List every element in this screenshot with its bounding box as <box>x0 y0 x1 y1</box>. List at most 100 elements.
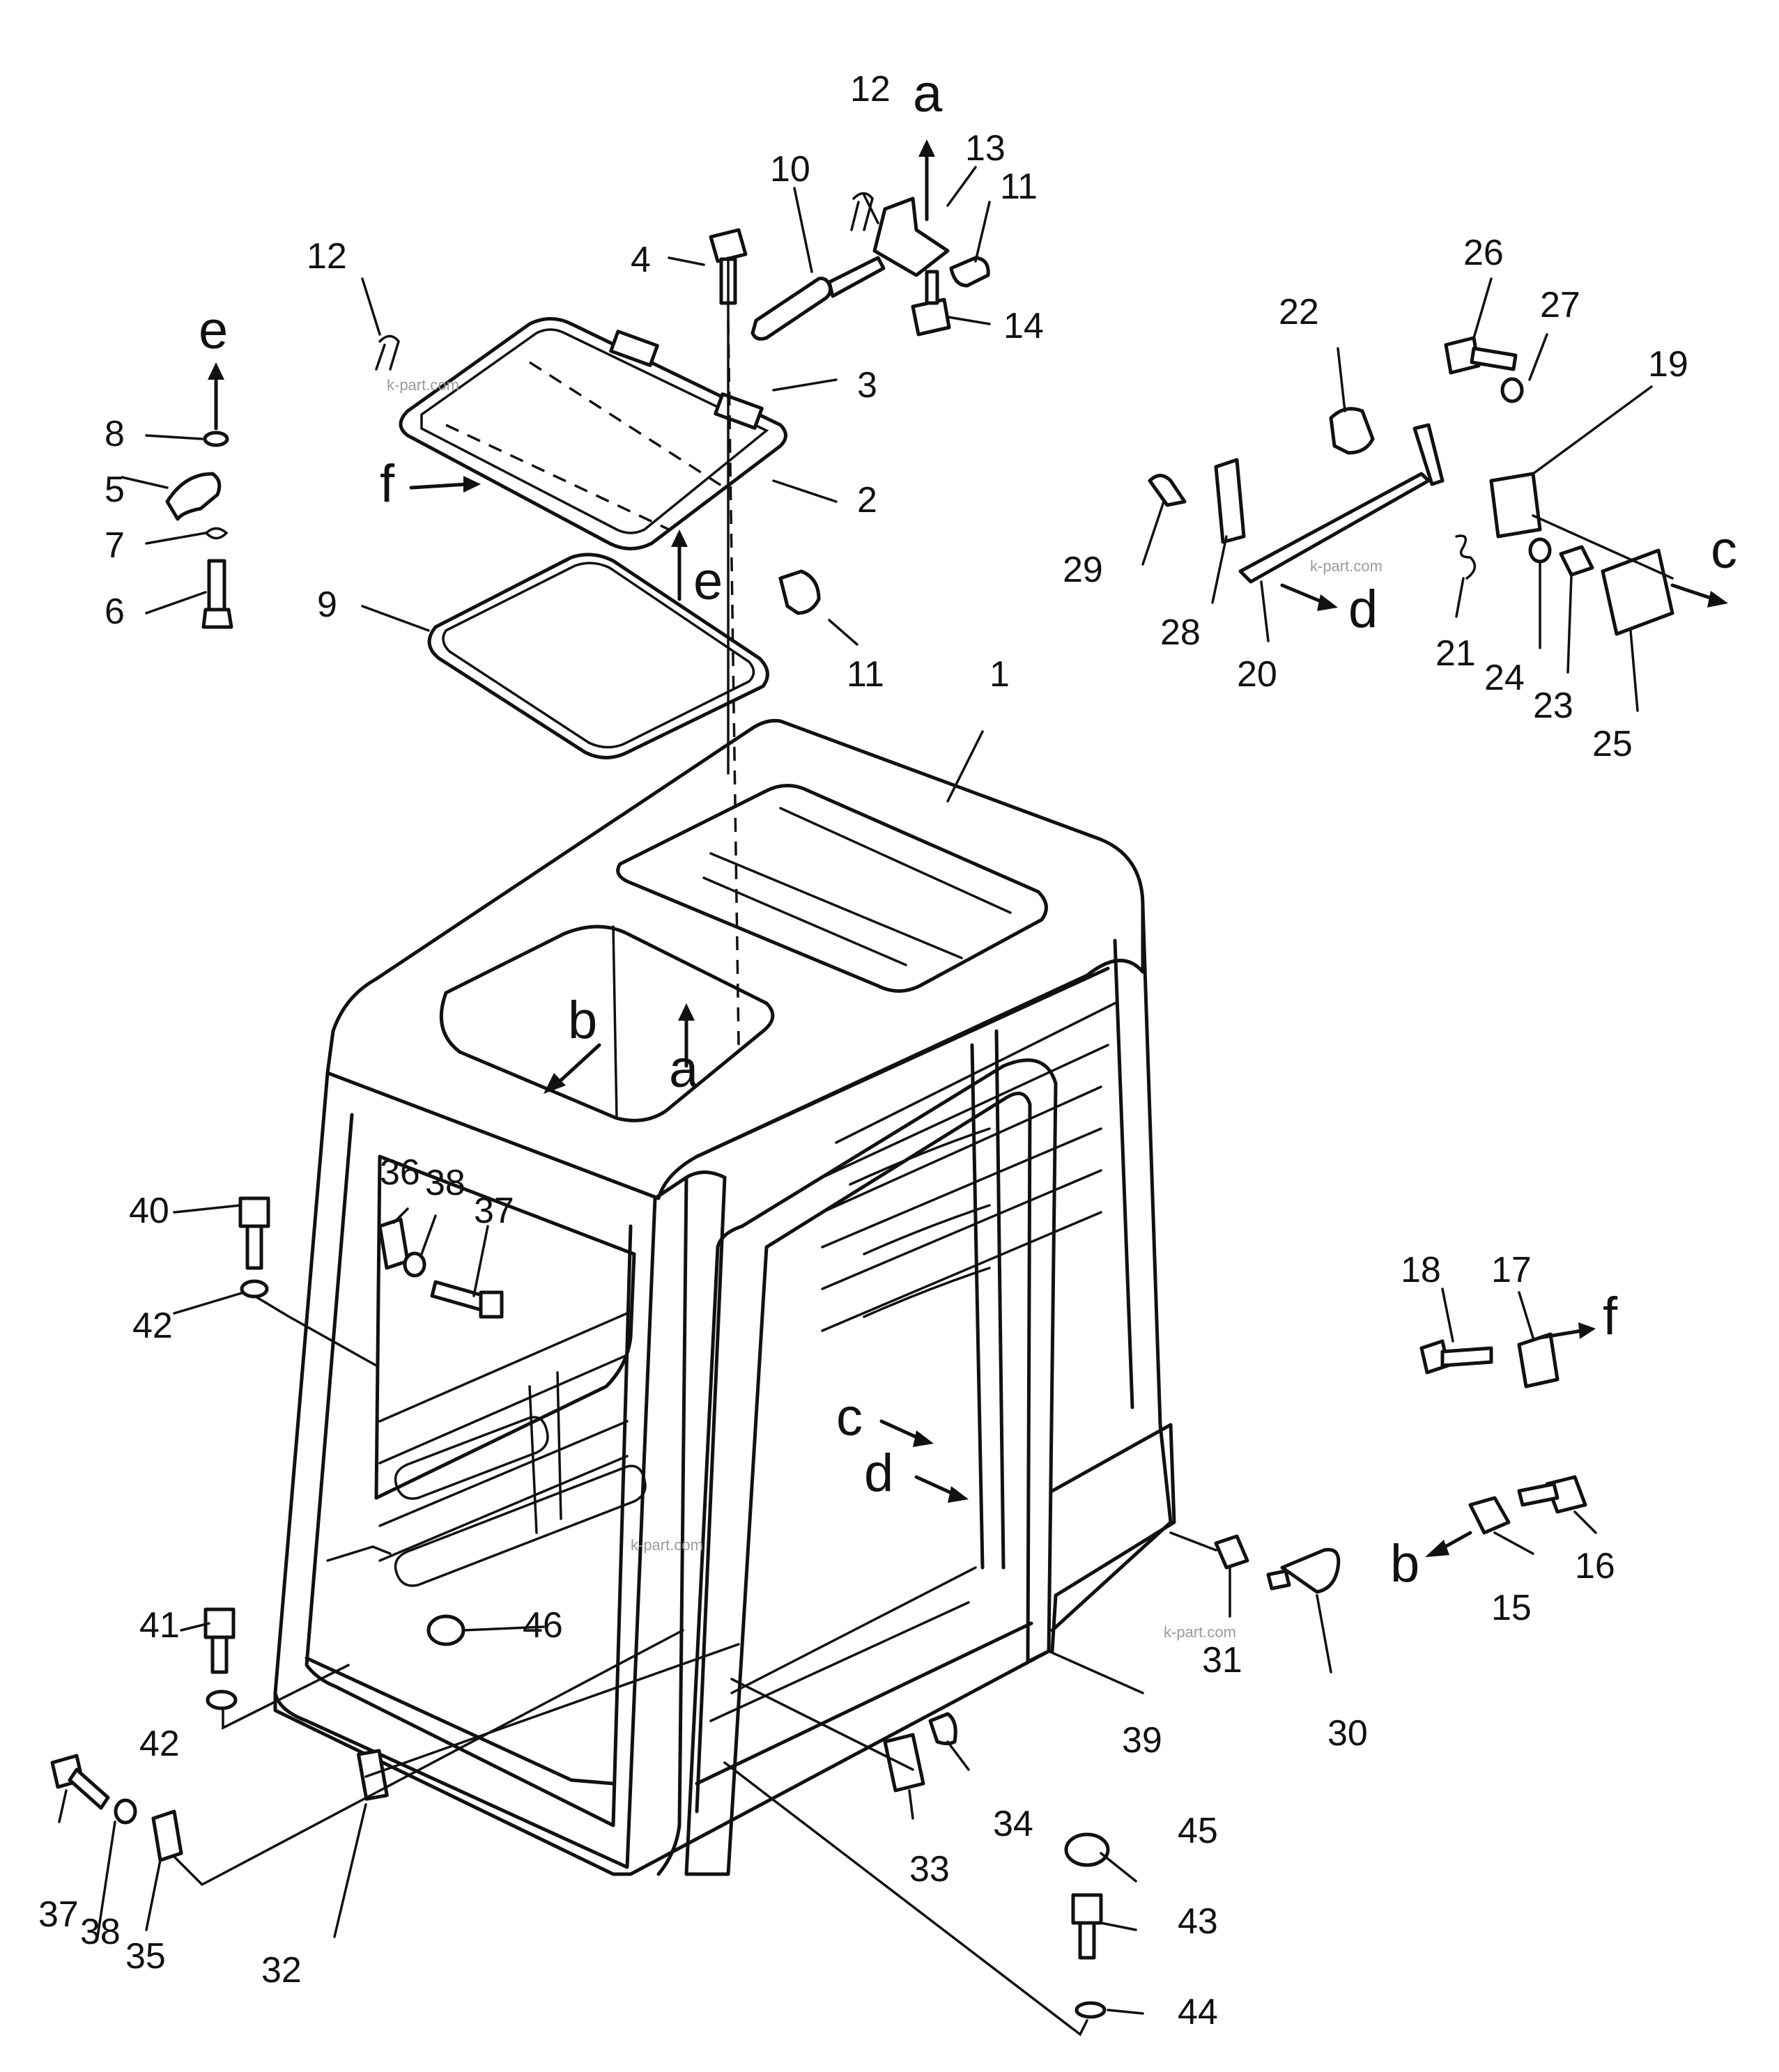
pin-11-top <box>949 256 990 288</box>
pin-11-mid <box>778 569 821 615</box>
watermark: k-part.com <box>1310 557 1383 575</box>
bolt-26 <box>1444 336 1518 375</box>
part-label: 14 <box>1003 306 1044 346</box>
part-label: 31 <box>1202 1640 1242 1680</box>
washer-24 <box>1528 537 1552 564</box>
part-label: 29 <box>1063 550 1103 590</box>
grommet-46 <box>426 1614 465 1646</box>
screw-29 <box>1148 474 1187 507</box>
bracket-33 <box>883 1733 925 1793</box>
part-label: 9 <box>317 585 337 625</box>
part-label: 8 <box>105 414 125 454</box>
leader-lines <box>58 166 1674 2036</box>
part-label: 39 <box>1122 1720 1162 1761</box>
part-number-labels: 1 2 3 4 5 6 7 8 9 10 11 11 12 12 13 14 1… <box>38 69 1688 2032</box>
part-label: 25 <box>1592 724 1633 764</box>
cotter-pin-12-left <box>375 334 400 371</box>
bolt-43 <box>1071 1893 1103 1960</box>
view-letter: d <box>864 1444 893 1503</box>
part-label: 11 <box>847 654 884 695</box>
part-label: 13 <box>965 128 1006 169</box>
bracket-36 <box>378 1217 410 1270</box>
bolt-18 <box>1419 1339 1493 1375</box>
bracket-28 <box>1214 458 1246 544</box>
part-label: 19 <box>1648 344 1688 385</box>
part-label: 3 <box>857 365 877 405</box>
view-letter: b <box>568 991 597 1050</box>
part-label: 1 <box>989 654 1010 695</box>
part-label: 34 <box>993 1804 1033 1844</box>
washer-38-bottom <box>114 1798 137 1825</box>
view-letter: f <box>1603 1287 1618 1346</box>
part-label: 43 <box>1178 1901 1218 1942</box>
part-label: 28 <box>1160 612 1201 653</box>
handle-5 <box>165 472 222 521</box>
roof-hatch-frame <box>399 317 787 550</box>
part-label: 17 <box>1491 1250 1532 1290</box>
nut-23 <box>1559 545 1594 577</box>
part-label: 5 <box>105 470 125 510</box>
part-label: 10 <box>770 149 810 190</box>
hinge-3b <box>609 330 659 367</box>
view-letter: a <box>913 64 943 123</box>
bolt-37-top <box>430 1280 504 1319</box>
view-arrows <box>208 139 1728 1557</box>
part-label: 44 <box>1178 1992 1218 2032</box>
bolt-41 <box>203 1607 236 1674</box>
view-letter: c <box>1711 520 1737 580</box>
part-label: 24 <box>1484 658 1525 698</box>
watermark: k-part.com <box>387 376 459 394</box>
part-label: 33 <box>909 1849 950 1889</box>
part-label: 16 <box>1575 1546 1615 1586</box>
part-label: 30 <box>1327 1713 1368 1754</box>
bracket-13 <box>872 196 950 277</box>
part-label: 7 <box>105 525 125 566</box>
part-label: 42 <box>132 1306 173 1346</box>
bolt-16 <box>1517 1475 1587 1514</box>
part-label: 21 <box>1435 633 1476 674</box>
view-letter: c <box>836 1388 863 1447</box>
part-label: 32 <box>261 1950 302 1990</box>
part-label: 40 <box>129 1191 169 1231</box>
view-letter: e <box>693 552 723 611</box>
part-label: 37 <box>474 1191 514 1231</box>
pin-34 <box>928 1712 957 1745</box>
washer-42-bottom <box>206 1690 238 1710</box>
part-label: 20 <box>1237 654 1277 695</box>
bolt-4 <box>709 228 748 305</box>
lock-washer-7 <box>205 527 229 540</box>
part-label: 4 <box>631 240 651 280</box>
washer-42-top <box>240 1279 269 1299</box>
part-label: 26 <box>1463 233 1504 273</box>
washer-8 <box>203 431 229 447</box>
hatch-seal <box>427 552 769 759</box>
lever-20 <box>1238 472 1431 584</box>
bolt-40 <box>238 1196 270 1270</box>
cotter-pin-12-top <box>850 192 874 231</box>
view-letter: d <box>1348 580 1378 639</box>
bolt-37-bottom <box>50 1754 110 1810</box>
part-label: 35 <box>125 1936 166 1977</box>
nut-31 <box>1214 1534 1249 1570</box>
bracket-19 <box>1489 472 1542 539</box>
part-label: 38 <box>80 1912 121 1952</box>
part-label: 11 <box>1000 167 1038 207</box>
part-label: 12 <box>850 69 891 109</box>
part-label: 41 <box>139 1605 180 1646</box>
view-letter: e <box>199 301 228 360</box>
view-letter: f <box>380 454 395 513</box>
part-label: 22 <box>1279 292 1319 332</box>
part-label: 45 <box>1178 1811 1218 1851</box>
washer-27 <box>1500 377 1524 403</box>
cap-45 <box>1064 1832 1110 1867</box>
part-label: 37 <box>38 1894 79 1935</box>
gas-spring <box>750 277 833 341</box>
bolt-6 <box>201 559 233 629</box>
part-label: 46 <box>523 1605 563 1646</box>
part-label: 36 <box>380 1152 420 1193</box>
bracket-35 <box>151 1809 183 1862</box>
watermark: k-part.com <box>1164 1623 1236 1641</box>
washer-38-top <box>403 1251 426 1278</box>
clip-17 <box>1517 1332 1559 1389</box>
